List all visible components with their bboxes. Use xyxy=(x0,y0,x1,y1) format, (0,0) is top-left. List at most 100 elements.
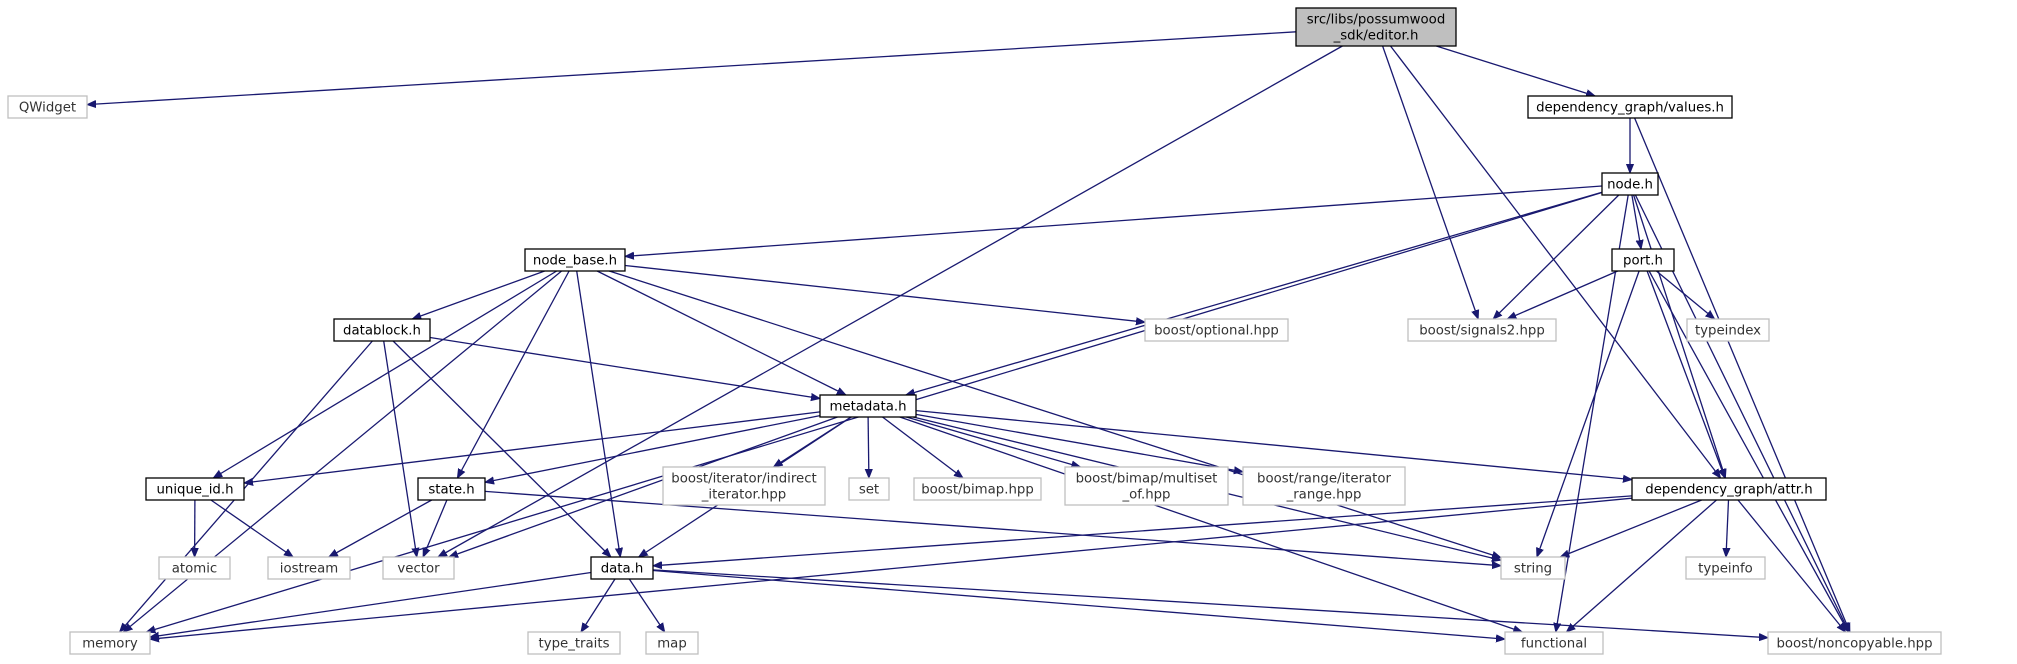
node-box xyxy=(1295,7,1457,47)
node-functional: functional xyxy=(1504,631,1604,655)
node-label: QWidget xyxy=(19,101,76,116)
edge-metadata-to-unique-id xyxy=(244,411,821,483)
edge-node-base-to-optional xyxy=(624,264,1145,323)
node-label: dependency_graph/values.h xyxy=(1536,101,1724,116)
edge-node-base-to-metadata xyxy=(596,270,846,396)
node-memory: memory xyxy=(69,631,151,655)
edge-datablock-to-data xyxy=(392,340,611,557)
node-box xyxy=(1601,172,1659,196)
edge-port-to-string xyxy=(1537,270,1640,557)
node-node-base[interactable]: node_base.h xyxy=(524,248,626,272)
edge-node-to-node-base xyxy=(625,185,1603,256)
node-label: type_traits xyxy=(538,637,609,652)
node-label: node_base.h xyxy=(533,254,617,269)
edge-attr-to-typeinfo xyxy=(1726,499,1729,557)
node-bimap: boost/bimap.hpp xyxy=(913,477,1042,501)
edge-port-to-attr xyxy=(1646,270,1725,478)
node-box xyxy=(819,394,917,418)
node-label: string xyxy=(1514,562,1552,577)
edge-attr-to-data xyxy=(653,495,1633,566)
edge-port-to-typeindex xyxy=(1655,270,1714,319)
edge-port-to-signals2 xyxy=(1507,270,1618,320)
node-label: boost/optional.hpp xyxy=(1154,324,1279,339)
node-metadata[interactable]: metadata.h xyxy=(819,394,917,418)
node-label: boost/iterator/indirect xyxy=(671,472,816,487)
node-attr[interactable]: dependency_graph/attr.h xyxy=(1631,477,1827,501)
node-label: metadata.h xyxy=(829,400,906,415)
node-box xyxy=(527,631,621,655)
node-box xyxy=(913,477,1042,501)
edge-metadata-to-iterator-range xyxy=(915,413,1243,471)
node-label: _iterator.hpp xyxy=(701,488,786,503)
edge-datablock-to-metadata xyxy=(429,336,820,399)
node-datablock[interactable]: datablock.h xyxy=(333,318,431,342)
node-box xyxy=(417,477,486,501)
edge-node-base-to-state xyxy=(457,270,570,478)
edge-state-to-iostream xyxy=(329,499,433,557)
node-label: _sdk/editor.h xyxy=(1333,29,1419,44)
edge-metadata-to-functional xyxy=(899,416,1522,632)
edge-data-to-functional xyxy=(652,569,1505,640)
edge-values-to-noncopyable xyxy=(1634,117,1851,632)
node-box xyxy=(69,631,151,655)
node-values[interactable]: dependency_graph/values.h xyxy=(1527,95,1733,119)
node-node[interactable]: node.h xyxy=(1601,172,1659,196)
node-vector: vector xyxy=(382,556,455,580)
node-label: state.h xyxy=(428,483,474,498)
node-state[interactable]: state.h xyxy=(417,477,486,501)
node-label: functional xyxy=(1521,637,1587,652)
edge-node-base-to-data xyxy=(576,270,621,557)
node-port[interactable]: port.h xyxy=(1611,248,1675,272)
node-box xyxy=(524,248,626,272)
node-label: memory xyxy=(82,637,138,652)
node-label: _of.hpp xyxy=(1121,488,1170,503)
edge-metadata-to-set xyxy=(868,416,869,478)
node-data[interactable]: data.h xyxy=(590,556,654,580)
node-label: port.h xyxy=(1623,254,1663,269)
node-editor[interactable]: src/libs/possumwood_sdk/editor.h xyxy=(1295,7,1457,47)
edge-port-to-noncopyable xyxy=(1648,270,1848,632)
edge-attr-to-string xyxy=(1560,499,1702,558)
node-label: datablock.h xyxy=(343,324,421,339)
node-unique-id[interactable]: unique_id.h xyxy=(145,477,245,501)
node-box xyxy=(1767,631,1942,655)
node-label: boost/signals2.hpp xyxy=(1419,324,1545,339)
node-box xyxy=(662,466,826,506)
edge-datablock-to-vector xyxy=(383,340,417,557)
node-box xyxy=(145,477,245,501)
edges-layer xyxy=(87,31,1851,640)
node-label: unique_id.h xyxy=(156,483,233,498)
node-label: typeinfo xyxy=(1698,562,1753,577)
node-label: boost/bimap.hpp xyxy=(921,483,1034,498)
edge-unique-id-to-iostream xyxy=(210,499,293,557)
edge-editor-to-values xyxy=(1436,45,1595,96)
edge-metadata-to-attr xyxy=(915,409,1632,480)
node-type-traits: type_traits xyxy=(527,631,621,655)
edge-editor-to-qwidget xyxy=(87,31,1297,105)
node-box xyxy=(1527,95,1733,119)
node-label: vector xyxy=(397,562,440,577)
edge-metadata-to-multiset-of xyxy=(906,416,1080,467)
node-set: set xyxy=(848,477,890,501)
edge-node-base-to-unique-id xyxy=(213,270,558,478)
edge-attr-to-noncopyable xyxy=(1737,499,1846,632)
edge-data-to-memory xyxy=(150,571,592,638)
node-box xyxy=(590,556,654,580)
node-typeindex: typeindex xyxy=(1686,318,1770,342)
edge-metadata-to-bimap xyxy=(882,416,964,478)
node-box xyxy=(158,556,231,580)
edge-editor-to-attr xyxy=(1389,45,1721,478)
node-map: map xyxy=(645,631,699,655)
edge-metadata-to-vector xyxy=(449,416,838,557)
node-box xyxy=(1685,556,1766,580)
node-box xyxy=(645,631,699,655)
node-multiset-of: boost/bimap/multiset_of.hpp xyxy=(1064,466,1229,506)
edge-editor-to-signals2 xyxy=(1381,45,1479,319)
node-label: boost/bimap/multiset xyxy=(1076,472,1218,487)
edge-attr-to-functional xyxy=(1567,499,1717,632)
node-label: data.h xyxy=(601,562,644,577)
node-box xyxy=(1611,248,1675,272)
node-label: atomic xyxy=(172,562,217,577)
